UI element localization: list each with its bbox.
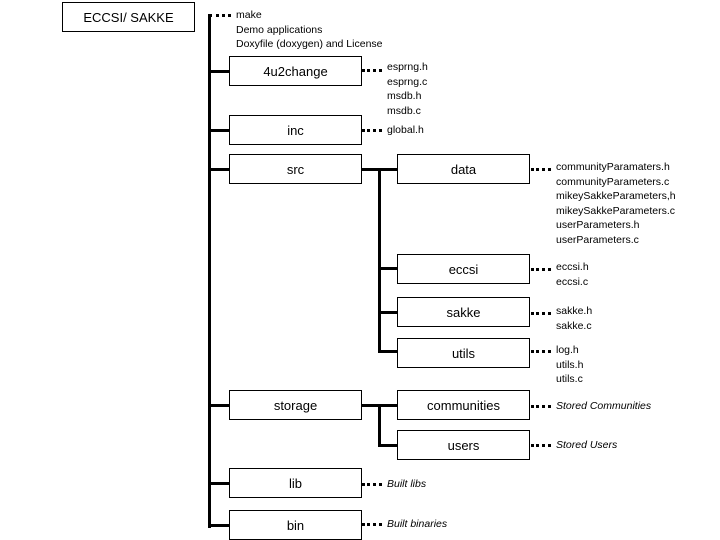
note-text: Stored Communities [556,400,652,412]
branch-sakke [378,311,398,314]
node-bin: bin [229,510,362,540]
root-dotted-leader [209,14,231,17]
node-sakke-label: sakke [446,304,481,320]
inc-dotted-leader [362,129,382,132]
sakke-file-list: sakke.h sakke.c [556,304,592,333]
file-item: eccsi.c [556,275,589,288]
file-item: Doxyfile (doxygen) and License [236,38,383,50]
4u2change-dotted-leader [362,69,382,72]
node-lib: lib [229,468,362,498]
file-item: esprng.h [387,61,428,73]
node-bin-label: bin [286,517,305,533]
file-item: utils.c [556,373,583,385]
communities-note: Stored Communities [556,399,651,414]
branch-inc [208,129,229,132]
file-item: sakke.c [556,319,592,332]
root-node-label: ECCSI/ SAKKE [83,9,174,25]
lib-note: Built libs [387,477,426,492]
data-dotted-leader [531,168,551,171]
node-lib-label: lib [288,475,302,491]
sakke-dotted-leader [531,312,551,315]
node-eccsi: eccsi [397,254,530,284]
file-item: mikeySakkeParameters,h [556,190,676,202]
branch-storage [208,404,229,407]
lib-dotted-leader [362,483,382,486]
4u2change-file-list: esprng.h esprng.c msdb.h msdb.c [387,60,428,118]
branch-lib [208,482,229,485]
file-item: Demo applications [236,23,323,36]
node-src: src [229,154,362,184]
file-item: userParameters.c [556,233,639,246]
node-users: users [397,430,530,460]
file-item: log.h [556,344,579,356]
file-item: global.h [387,124,424,136]
node-eccsi-label: eccsi [448,261,479,277]
file-item: msdb.c [387,104,421,117]
branch-eccsi [378,267,398,270]
branch-src [208,168,229,171]
root-file-list: make Demo applications Doxyfile (doxygen… [236,8,383,52]
storage-trunk-line [378,404,381,446]
branch-4u2change [208,70,229,73]
node-communities: communities [397,390,530,420]
bin-note: Built binaries [387,517,447,532]
node-storage-label: storage [273,397,318,413]
file-item: communityParameters.c [556,175,670,188]
utils-dotted-leader [531,350,551,353]
bin-dotted-leader [362,523,382,526]
file-item: make [236,9,262,21]
note-text: Built libs [387,478,427,490]
file-item: sakke.h [556,305,593,317]
node-inc-label: inc [287,122,304,138]
note-text: Built binaries [387,518,448,530]
file-item: mikeySakkeParameters.c [556,204,676,217]
utils-file-list: log.h utils.h utils.c [556,343,583,387]
node-users-label: users [447,437,480,453]
node-data-label: data [450,161,477,177]
node-4u2change: 4u2change [229,56,362,86]
branch-users [378,444,398,447]
file-item: msdb.h [387,90,422,102]
file-item: eccsi.h [556,261,589,273]
node-sakke: sakke [397,297,530,327]
root-trunk-line [208,14,211,528]
file-item: communityParamaters.h [556,161,670,173]
src-trunk-line [378,168,381,353]
branch-bin [208,524,229,527]
root-node-eccsi-sakke: ECCSI/ SAKKE [62,2,195,32]
data-file-list: communityParamaters.h communityParameter… [556,160,676,247]
node-src-label: src [286,161,305,177]
file-item: esprng.c [387,75,428,88]
inc-file-list: global.h [387,123,424,138]
node-communities-label: communities [427,397,500,413]
users-dotted-leader [531,444,551,447]
note-text: Stored Users [556,439,618,451]
node-4u2change-label: 4u2change [263,63,328,79]
branch-utils [378,350,398,353]
file-item: userParameters.h [556,219,640,231]
node-utils: utils [397,338,530,368]
node-data: data [397,154,530,184]
node-inc: inc [229,115,362,145]
node-utils-label: utils [451,345,476,361]
file-item: utils.h [556,358,584,371]
users-note: Stored Users [556,438,617,453]
communities-dotted-leader [531,405,551,408]
eccsi-file-list: eccsi.h eccsi.c [556,260,589,289]
eccsi-dotted-leader [531,268,551,271]
node-storage: storage [229,390,362,420]
